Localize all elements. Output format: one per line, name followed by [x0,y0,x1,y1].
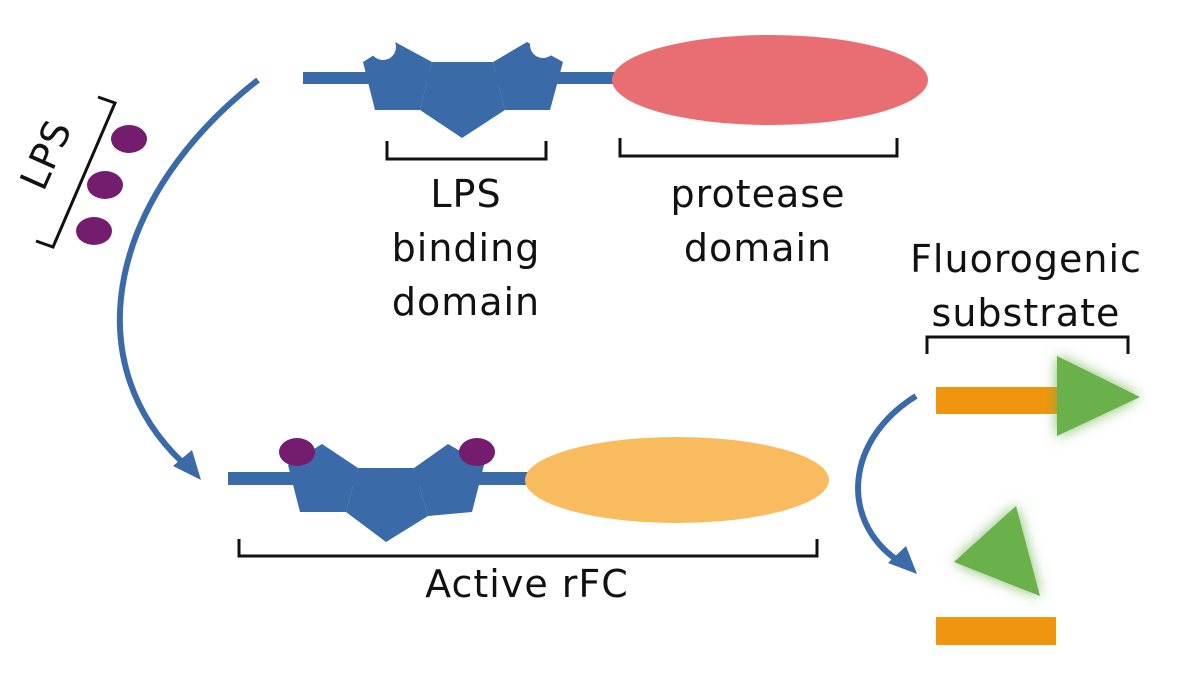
fluorophore-intact [1057,356,1140,436]
activation-arrowhead [173,450,201,480]
bracket-lps [35,95,118,249]
protease-domain-inactive [612,35,928,125]
bracket-protease [618,138,899,158]
activation-arrow [116,77,260,465]
label-fluoro-1: Fluorogenic [910,237,1142,281]
label-fluoro-2: substrate [932,291,1121,335]
label-lps-binding-2: binding [392,226,541,270]
inactive-rfc [303,32,928,138]
label-protease-2: domain [684,226,832,270]
protease-domain-active [525,437,829,523]
bracket-active-rfc [237,539,819,558]
lps-molecule-2 [87,171,123,199]
cleavage-arrowhead [888,546,917,574]
fluorophore-released [954,506,1040,596]
active-rfc [228,437,829,542]
cleavage-arrow [855,393,918,563]
binding-site-notch-left [370,34,396,60]
label-lps-binding-3: domain [392,280,540,324]
lps-binding-pentagon-center [420,62,505,138]
label-protease-1: protease [671,172,846,216]
label-lps: LPS [12,113,81,196]
substrate-peptide-intact [936,387,1063,414]
bound-lps-right [459,438,495,466]
bound-lps-left [279,438,315,466]
lps-molecule-1 [111,125,147,153]
binding-site-notch-right [530,32,556,58]
label-lps-binding-1: LPS [430,172,501,216]
substrate-peptide-cleaved [936,617,1056,645]
lps-molecule-3 [76,217,112,245]
bracket-fluoro [925,335,1130,354]
label-active-rfc: Active rFC [425,562,629,606]
lps-binding-pentagon-right [493,42,563,110]
bound-pentagon-center [346,468,428,542]
bracket-lps-binding [385,141,548,161]
lps-group: LPS [12,95,147,249]
